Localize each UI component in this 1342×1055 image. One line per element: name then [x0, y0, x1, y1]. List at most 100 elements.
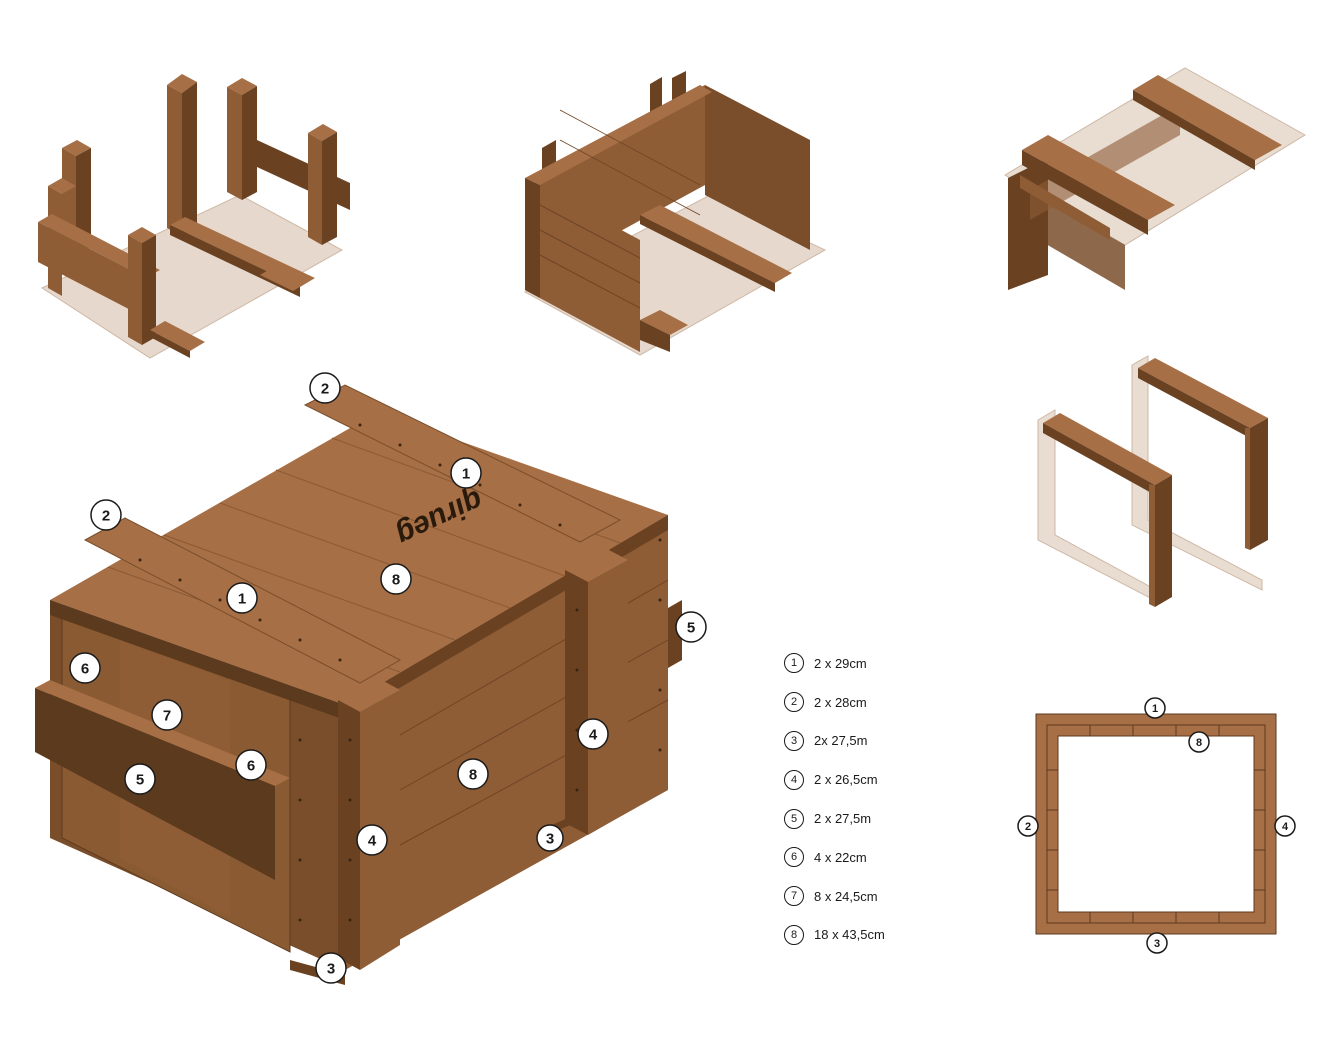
slat	[640, 215, 775, 292]
legend-label: 2 x 26,5cm	[814, 772, 878, 788]
slat	[640, 205, 792, 283]
post	[308, 124, 337, 141]
front-board	[35, 688, 275, 880]
lid-edge	[50, 600, 345, 720]
plan-inner	[1057, 735, 1255, 913]
slat	[170, 225, 300, 297]
step-2-diagram	[523, 71, 827, 356]
post	[128, 235, 142, 345]
frame-side	[1138, 368, 1250, 438]
legend-item: 2 2 x 28cm	[784, 683, 984, 722]
batten	[1133, 75, 1282, 160]
end-batten-front	[338, 700, 360, 970]
callout-number: 8	[392, 571, 400, 588]
post	[142, 235, 156, 345]
legend-label: 2 x 28cm	[814, 694, 867, 710]
legend-number: 6	[784, 847, 804, 868]
legend-item: 7 8 x 24,5cm	[784, 877, 984, 916]
right-panel	[705, 85, 810, 250]
callout-number: 1	[238, 590, 246, 607]
legend-item: 8 18 x 43,5cm	[784, 916, 984, 955]
callout-number: 7	[163, 707, 171, 724]
legend-number: 7	[784, 886, 804, 907]
frame-post	[1250, 418, 1268, 550]
front-panel	[1008, 158, 1048, 290]
callout-circle	[1274, 815, 1296, 837]
plan-view	[1035, 713, 1277, 935]
slat	[640, 320, 670, 352]
plan-line	[1046, 724, 1266, 924]
post	[62, 140, 91, 156]
callout-number: 8	[1196, 737, 1202, 749]
front-panel	[525, 178, 640, 352]
post	[167, 85, 182, 236]
frame-side	[1043, 423, 1155, 495]
callout-number: 6	[247, 757, 255, 774]
parts-legend: 1 2 x 29cm 2 2 x 28cm 3 2x 27,5m 4 2 x 2…	[784, 644, 984, 954]
callout-number: 4	[589, 726, 598, 743]
legend-label: 4 x 22cm	[814, 849, 867, 865]
callout-number: 8	[469, 766, 477, 783]
end-batten-front-top	[338, 678, 400, 712]
main-crate: qirueg	[35, 384, 682, 985]
side-batten-right	[668, 600, 682, 668]
legend-number: 8	[784, 924, 804, 945]
batten	[1022, 135, 1175, 220]
callout-circle	[380, 563, 412, 595]
callout-number: 1	[1152, 703, 1158, 715]
legend-number: 3	[784, 730, 804, 751]
legend-number: 5	[784, 808, 804, 829]
batten	[1133, 90, 1255, 170]
frame-top	[1138, 358, 1268, 428]
callout-circle	[226, 582, 258, 614]
callout-number: 5	[687, 619, 695, 636]
callout-number: 3	[327, 960, 335, 977]
legend-item: 4 2 x 26,5cm	[784, 760, 984, 799]
callout-number: 2	[1025, 821, 1031, 833]
callout-circle	[675, 611, 707, 643]
callout-circle	[124, 763, 156, 795]
legend-number: 4	[784, 769, 804, 790]
frame-post	[1149, 484, 1155, 607]
callout-circle	[457, 758, 489, 790]
callout-circle	[577, 718, 609, 750]
end-batten-back-face	[588, 560, 628, 835]
legend-label: 2 x 29cm	[814, 655, 867, 671]
step-1-diagram	[38, 74, 350, 359]
legend-number: 2	[784, 692, 804, 713]
post	[182, 82, 197, 236]
post	[308, 133, 322, 245]
legend-item: 6 4 x 22cm	[784, 838, 984, 877]
slat	[260, 266, 308, 291]
slat	[150, 321, 205, 351]
callout-circle	[356, 824, 388, 856]
callout-circle	[90, 499, 122, 531]
callout-number: 3	[546, 830, 554, 847]
callout-number: 6	[81, 660, 89, 677]
frame-post	[1155, 475, 1172, 607]
callout-circle	[69, 652, 101, 684]
legend-item: 3 2x 27,5m	[784, 722, 984, 761]
frame-post	[1245, 428, 1250, 550]
callout-number: 5	[136, 771, 144, 788]
frame-top	[1043, 413, 1172, 485]
legend-item: 1 2 x 29cm	[784, 644, 984, 683]
callout-number: 4	[1282, 821, 1289, 833]
front-board-top	[35, 680, 290, 786]
legend-number: 1	[784, 653, 804, 674]
post	[322, 132, 337, 245]
callout-number: 1	[462, 465, 470, 482]
callout-circle	[315, 952, 347, 984]
callout-number: 3	[1154, 938, 1160, 950]
legend-label: 2 x 27,5m	[814, 811, 872, 827]
callout-circle	[1144, 697, 1166, 719]
legend-label: 18 x 43,5cm	[814, 927, 885, 943]
step-4-diagram	[1037, 355, 1268, 607]
callout-circle	[1188, 731, 1210, 753]
inner-board	[1030, 105, 1180, 220]
rail	[38, 222, 146, 318]
end-batten-back	[565, 570, 588, 835]
batten	[1022, 150, 1148, 235]
